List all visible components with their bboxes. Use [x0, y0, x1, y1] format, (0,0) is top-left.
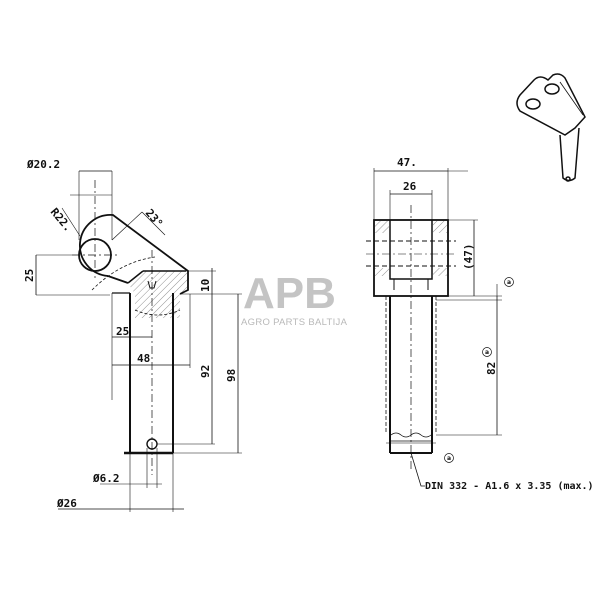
balloon-a-3: a — [447, 455, 451, 462]
left-view — [35, 170, 242, 512]
dim-fork-height: (47) — [462, 244, 475, 271]
logo-text: APB — [243, 269, 336, 318]
dim-total-length: 98 — [225, 369, 238, 382]
dim-radius: R22. — [48, 206, 75, 235]
watermark-logo: APB AGRO PARTS BALTIJA — [241, 269, 348, 328]
dim-angle: 23° — [143, 207, 166, 231]
dim-outer-width: 47. — [397, 156, 417, 169]
dim-hole-diameter: Ø20.2 — [26, 158, 60, 171]
isometric-view — [516, 73, 586, 182]
center-drill-note: DIN 332 - A1.6 x 3.35 (max.) — [425, 481, 594, 492]
dim-offset: 25 — [116, 325, 129, 338]
dim-pin-diameter: Ø26 — [56, 497, 77, 510]
dim-head-thickness: 10 — [199, 279, 212, 292]
dim-inner-width: 26 — [403, 180, 417, 193]
dim-cross-hole-diameter: Ø6.2 — [92, 472, 120, 485]
dim-eye-height: 25 — [23, 269, 36, 282]
dim-pin-length: 82 — [485, 362, 498, 375]
dim-length-to-hole: 92 — [199, 365, 212, 378]
balloon-a-1: a — [507, 279, 511, 286]
dim-width: 48 — [137, 352, 150, 365]
logo-tagline: AGRO PARTS BALTIJA — [241, 317, 348, 328]
balloon-a-2: a — [485, 349, 489, 356]
right-view — [366, 168, 514, 487]
